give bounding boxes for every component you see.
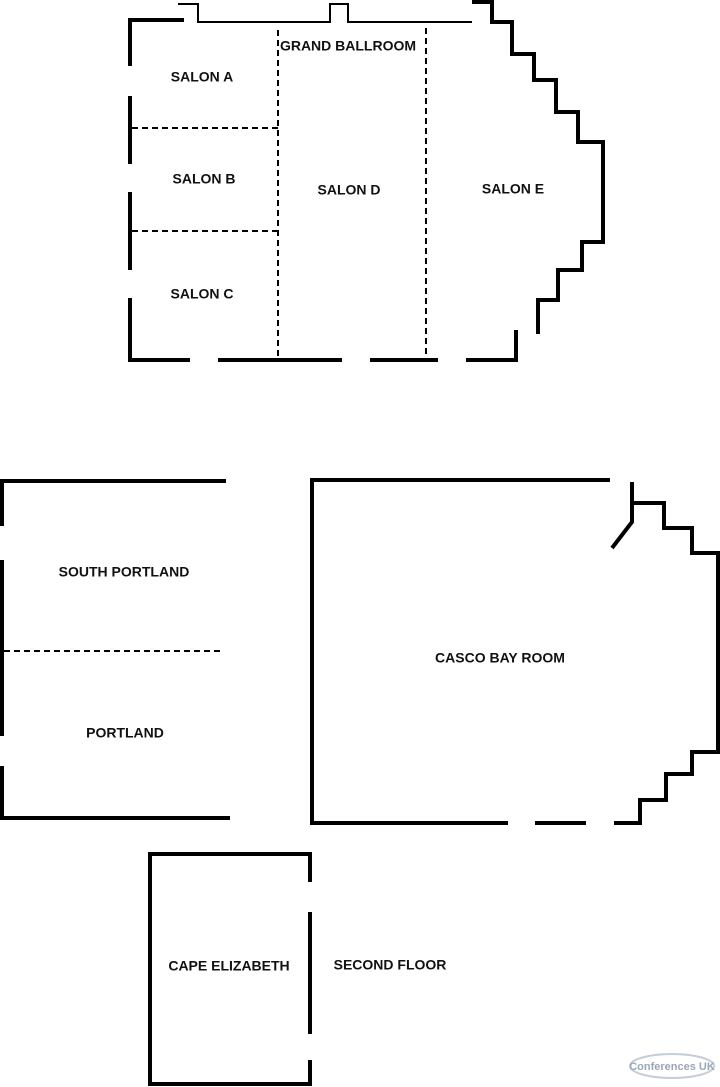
label-salon-e: SALON E <box>482 181 544 197</box>
casco-bay-main-wall <box>310 478 610 825</box>
ballroom-left-wall-4 <box>128 298 190 362</box>
cape-elizabeth-walls <box>148 852 312 1086</box>
label-second-floor: SECOND FLOOR <box>334 957 447 973</box>
label-salon-c: SALON C <box>171 286 234 302</box>
label-salon-a: SALON A <box>171 69 233 85</box>
casco-bay-walls <box>310 478 720 825</box>
label-casco-bay-room: CASCO BAY ROOM <box>435 650 565 666</box>
label-portland: PORTLAND <box>86 725 164 741</box>
casco-bay-door-jamb <box>610 482 634 550</box>
label-grand-ballroom: GRAND BALLROOM <box>280 38 416 54</box>
grand-ballroom-walls <box>128 0 605 362</box>
portland-left-wall-2 <box>0 766 230 820</box>
label-cape-elizabeth: CAPE ELIZABETH <box>168 958 289 974</box>
conferences-uk-logo: Conferences UK <box>629 1053 715 1079</box>
casco-bay-stepped-wall <box>614 501 720 825</box>
ballroom-left-wall-1 <box>128 18 184 66</box>
logo-text: Conferences UK <box>629 1061 715 1073</box>
label-salon-b: SALON B <box>173 171 236 187</box>
ballroom-top-wall <box>178 3 472 23</box>
label-salon-d: SALON D <box>318 182 381 198</box>
ballroom-bottom-wall-3 <box>466 330 518 362</box>
portland-top-wall <box>0 479 226 526</box>
label-south-portland: SOUTH PORTLAND <box>59 564 190 580</box>
cape-elizabeth-main-wall <box>148 852 312 1086</box>
ballroom-stepped-wall-upper <box>472 0 605 334</box>
ballroom-partitions <box>132 28 427 358</box>
logo-swoosh-icon <box>629 1053 715 1079</box>
portland-walls <box>0 479 230 820</box>
